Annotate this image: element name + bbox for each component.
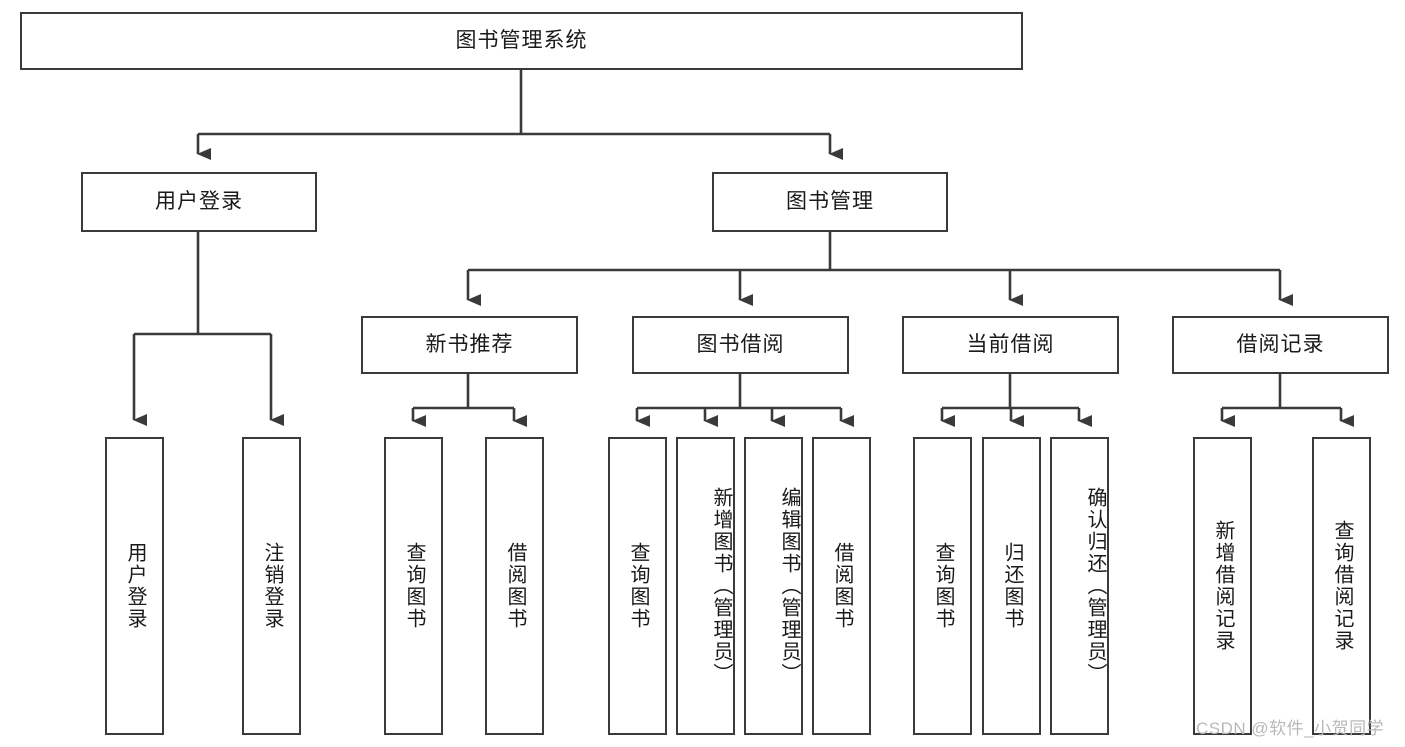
node-label: 借阅记录	[1236, 333, 1325, 357]
node-user-login[interactable]: 用户登录	[81, 172, 317, 232]
node-label: 借阅图书	[831, 542, 853, 630]
leaf-query-book-current[interactable]: 查询图书	[913, 437, 972, 735]
leaf-confirm-return-admin[interactable]: 确认归还（管理员）	[1050, 437, 1109, 735]
node-label: 图书管理	[786, 190, 874, 214]
node-label: 新增图书（管理员）	[710, 487, 732, 685]
node-label: 编辑图书（管理员）	[778, 487, 800, 685]
node-label: 用户登录	[155, 190, 243, 214]
node-label: 图书借阅	[696, 333, 785, 357]
leaf-user-login[interactable]: 用户登录	[105, 437, 164, 735]
node-root-system[interactable]: 图书管理系统	[20, 12, 1023, 70]
leaf-logout[interactable]: 注销登录	[242, 437, 301, 735]
node-label: 新增借阅记录	[1212, 520, 1234, 652]
node-new-book-recommend[interactable]: 新书推荐	[361, 316, 578, 374]
node-label: 查询借阅记录	[1331, 520, 1353, 652]
node-label: 用户登录	[124, 542, 146, 630]
node-borrow-record[interactable]: 借阅记录	[1172, 316, 1389, 374]
node-label: 注销登录	[261, 542, 283, 630]
node-label: 归还图书	[1001, 542, 1023, 630]
node-label: 查询图书	[932, 542, 954, 630]
node-label: 新书推荐	[425, 333, 514, 357]
node-label: 查询图书	[403, 542, 425, 630]
leaf-add-borrow-record[interactable]: 新增借阅记录	[1193, 437, 1252, 735]
node-current-borrow[interactable]: 当前借阅	[902, 316, 1119, 374]
leaf-return-book[interactable]: 归还图书	[982, 437, 1041, 735]
leaf-edit-book-admin[interactable]: 编辑图书（管理员）	[744, 437, 803, 735]
node-label: 确认归还（管理员）	[1084, 487, 1106, 685]
node-book-borrow[interactable]: 图书借阅	[632, 316, 849, 374]
node-label: 借阅图书	[504, 542, 526, 630]
leaf-query-book-recommend[interactable]: 查询图书	[384, 437, 443, 735]
leaf-borrow-book-recommend[interactable]: 借阅图书	[485, 437, 544, 735]
node-label: 当前借阅	[966, 333, 1055, 357]
leaf-query-book-borrow[interactable]: 查询图书	[608, 437, 667, 735]
node-book-management[interactable]: 图书管理	[712, 172, 948, 232]
node-label: 查询图书	[627, 542, 649, 630]
leaf-add-book-admin[interactable]: 新增图书（管理员）	[676, 437, 735, 735]
watermark: CSDN @软件_小贺同学	[1196, 719, 1385, 738]
node-label: 图书管理系统	[455, 29, 588, 53]
leaf-borrow-book[interactable]: 借阅图书	[812, 437, 871, 735]
leaf-query-borrow-record[interactable]: 查询借阅记录	[1312, 437, 1371, 735]
